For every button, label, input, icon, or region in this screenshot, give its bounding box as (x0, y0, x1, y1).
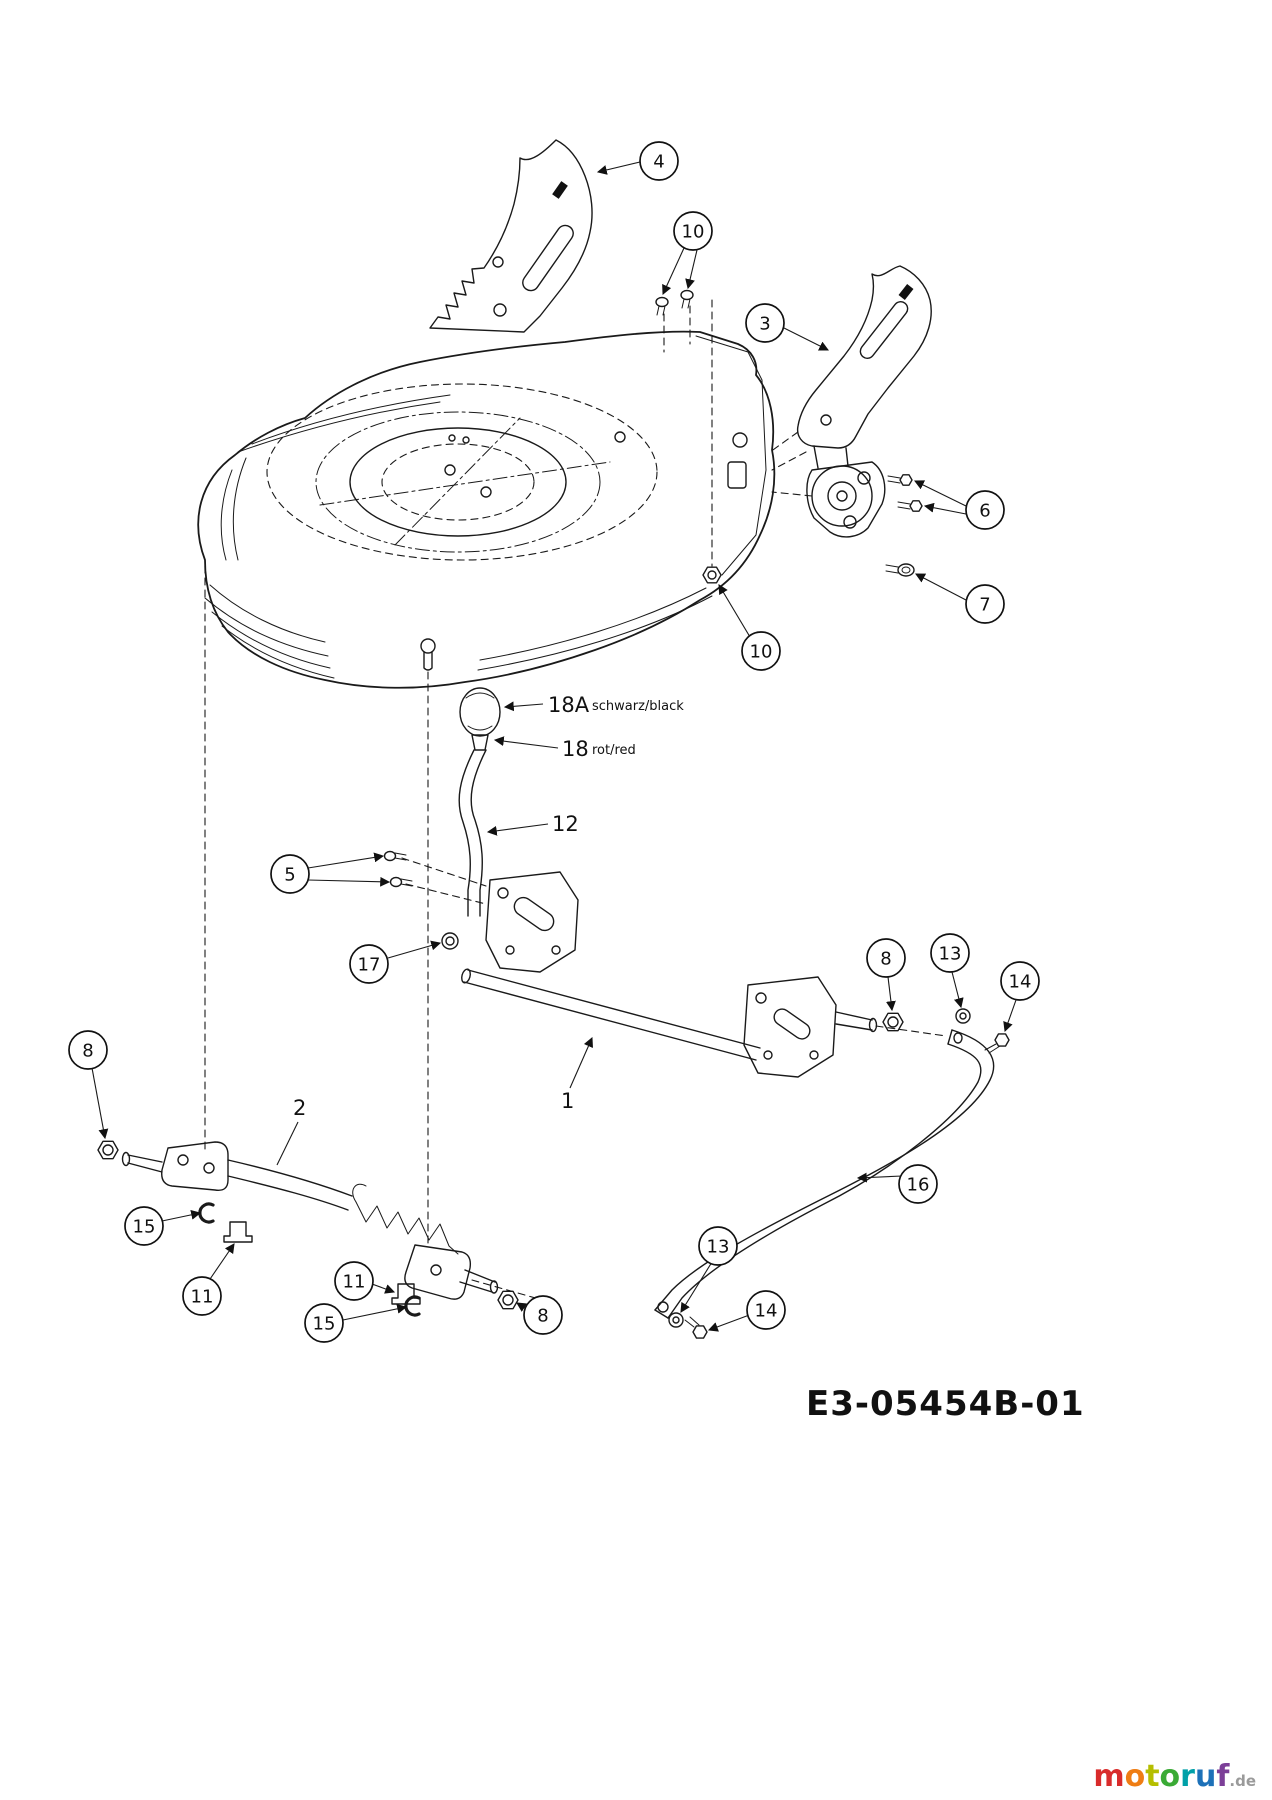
svg-text:10: 10 (682, 222, 705, 243)
callout-11-left: 11 (182, 1276, 222, 1316)
svg-text:11: 11 (191, 1287, 214, 1308)
svg-text:16: 16 (907, 1175, 930, 1196)
callout-10-bottom: 10 (741, 631, 781, 671)
screw-5-b-drawing (389, 876, 413, 888)
plug-7-drawing (885, 563, 915, 577)
bolt-6-b-drawing (897, 500, 923, 512)
height-lever-drawing (458, 687, 501, 917)
svg-text:14: 14 (755, 1301, 778, 1322)
callout-14-right: 14 (1000, 961, 1040, 1001)
pivot-plate-left-drawing (485, 871, 579, 973)
washer-13-bottom-drawing (668, 1312, 684, 1328)
watermark-letter: f (1216, 1759, 1230, 1794)
bolt-6-a-drawing (887, 474, 913, 486)
svg-text:8: 8 (537, 1306, 548, 1327)
watermark-letter: m (1093, 1759, 1125, 1794)
nut-8-left-drawing (97, 1140, 119, 1160)
svg-text:15: 15 (313, 1314, 336, 1335)
svg-text:17: 17 (358, 955, 381, 976)
part-labels: 18A schwarz/black 18 rot/red 12 1 2 (293, 693, 684, 1120)
callout-15-bottom: 15 (304, 1303, 344, 1343)
label-18a-color-note: schwarz/black (592, 699, 684, 714)
svg-text:15: 15 (133, 1217, 156, 1238)
svg-text:8: 8 (82, 1041, 93, 1062)
watermark-letter: o (1124, 1759, 1146, 1794)
svg-text:5: 5 (284, 865, 295, 886)
callout-7: 7 (965, 584, 1005, 624)
callout-11-mid: 11 (334, 1261, 374, 1301)
callout-8-bottom: 8 (523, 1295, 563, 1335)
svg-text:7: 7 (979, 595, 990, 616)
callout-16: 16 (898, 1164, 938, 1204)
handle-bracket-right-drawing (796, 265, 932, 538)
bolt-14-bottom-drawing (684, 1316, 708, 1339)
watermark-letter: r (1180, 1759, 1195, 1794)
axle-rod-drawing (461, 968, 761, 1061)
clip-15-bottom-drawing (404, 1295, 421, 1317)
watermark-letter: u (1194, 1759, 1217, 1794)
svg-text:13: 13 (939, 944, 962, 965)
svg-text:13: 13 (707, 1237, 730, 1258)
watermark-letters: motoruf (1093, 1762, 1229, 1792)
svg-text:3: 3 (759, 314, 770, 335)
washer-17-drawing (441, 932, 459, 950)
callout-17: 17 (349, 944, 389, 984)
drawing-number: E3-05454B-01 (806, 1384, 1085, 1424)
callout-6: 6 (965, 490, 1005, 530)
hardware-drawing (97, 289, 1010, 1339)
label-18-color-note: rot/red (592, 743, 636, 758)
label-2: 2 (293, 1096, 306, 1120)
washer-13-right-drawing (955, 1008, 971, 1024)
callout-8-left: 8 (68, 1030, 108, 1070)
callout-5: 5 (270, 854, 310, 894)
balloon-circle (639, 141, 679, 181)
handle-bracket-left-drawing (429, 139, 593, 333)
front-axle-drawing (121, 1141, 499, 1300)
callout-8-right: 8 (866, 938, 906, 978)
screw-10-a-drawing (655, 296, 669, 316)
callout-4: 4 (639, 141, 679, 181)
screw-10-b-drawing (680, 289, 694, 309)
svg-text:8: 8 (880, 949, 891, 970)
label-18a: 18A (548, 693, 590, 717)
watermark-letter: t (1145, 1759, 1160, 1794)
nut-10-drawing (702, 566, 722, 584)
bolt-14-right-drawing (984, 1033, 1010, 1054)
svg-text:6: 6 (979, 501, 990, 522)
link-bar-drawing (654, 1029, 995, 1319)
label-12: 12 (552, 812, 579, 836)
watermark-letter: o (1159, 1759, 1181, 1794)
svg-text:10: 10 (750, 642, 773, 663)
callout-13-bottom: 13 (698, 1226, 738, 1266)
leader-lines (91, 161, 1017, 1332)
callout-3: 3 (745, 303, 785, 343)
pivot-plate-right-drawing (743, 976, 878, 1078)
watermark-tld: .de (1229, 1772, 1256, 1790)
bushing-11-left-drawing (223, 1221, 253, 1243)
bushing-11-mid-drawing (391, 1283, 421, 1305)
callout-14-bottom: 14 (746, 1290, 786, 1330)
svg-text:14: 14 (1009, 972, 1032, 993)
nut-8-right-drawing (882, 1012, 904, 1032)
callout-10-top: 10 (673, 211, 713, 251)
callouts: 4 10 3 6 7 10 5 17 8 13 14 (68, 141, 1040, 1343)
deck-housing-drawing (197, 330, 776, 689)
clip-15-left-drawing (198, 1202, 215, 1224)
screw-5-a-drawing (383, 850, 407, 862)
balloon-number: 4 (653, 152, 664, 173)
callout-13-right: 13 (930, 933, 970, 973)
watermark-logo: motoruf.de (1093, 1762, 1256, 1792)
label-1: 1 (561, 1089, 574, 1113)
label-18: 18 (562, 737, 589, 761)
nut-8-bottom-drawing (497, 1290, 519, 1310)
svg-text:11: 11 (343, 1272, 366, 1293)
callout-15-left: 15 (124, 1206, 164, 1246)
construction-lines (204, 299, 947, 1306)
